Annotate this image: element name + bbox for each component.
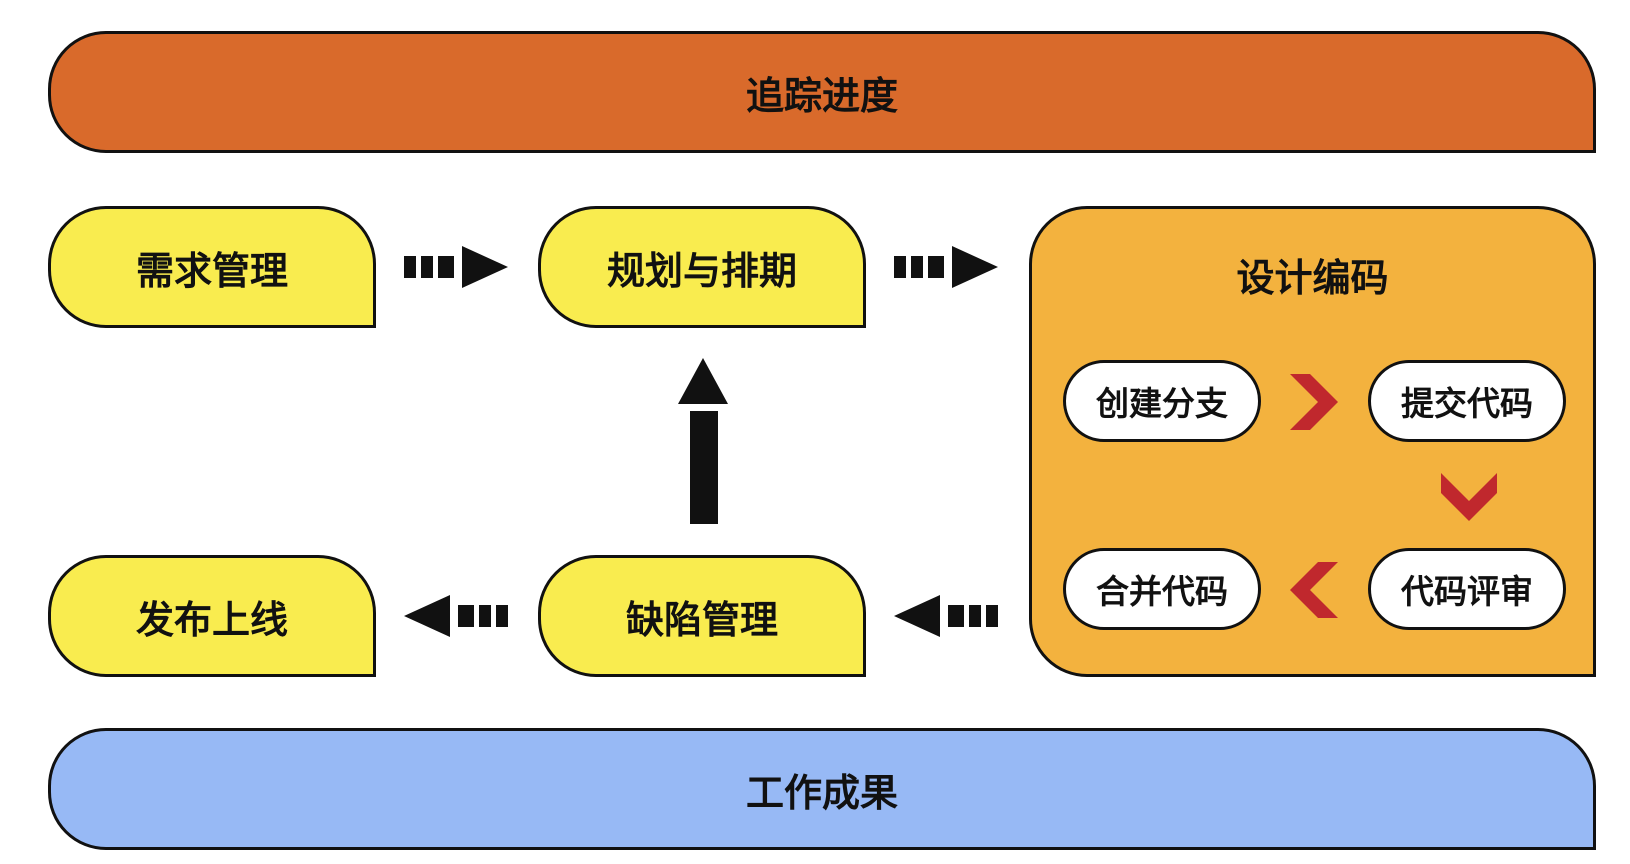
dashed-arrow-left-icon	[404, 595, 508, 637]
arrow-up-icon	[678, 358, 728, 524]
work-results-band: 工作成果	[48, 728, 1596, 850]
chevron-right-icon	[1290, 374, 1338, 430]
dashed-arrow-right-icon	[404, 246, 508, 288]
create-branch-step: 创建分支	[1063, 360, 1261, 442]
chevron-down-icon	[1441, 473, 1497, 521]
design-coding-title: 设计编码	[1236, 256, 1389, 300]
requirements-label: 需求管理	[135, 248, 288, 293]
release-label: 发布上线	[135, 597, 288, 642]
code-review-step: 代码评审	[1368, 548, 1566, 630]
chevron-left-icon	[1290, 562, 1338, 618]
defects-label: 缺陷管理	[625, 597, 778, 642]
commit-code-label: 提交代码	[1401, 384, 1533, 423]
planning-label: 规划与排期	[606, 248, 797, 293]
dashed-arrow-left-icon	[894, 595, 998, 637]
release-stage: 发布上线	[48, 555, 376, 677]
create-branch-label: 创建分支	[1096, 384, 1228, 423]
merge-code-step: 合并代码	[1063, 548, 1261, 630]
code-review-label: 代码评审	[1401, 572, 1533, 611]
design-coding-box: 设计编码 创建分支 提交代码 代码评审 合并代码	[1029, 206, 1596, 677]
planning-stage: 规划与排期	[538, 206, 866, 328]
commit-code-step: 提交代码	[1368, 360, 1566, 442]
merge-code-label: 合并代码	[1096, 572, 1228, 611]
track-progress-label: 追踪进度	[745, 73, 898, 118]
track-progress-band: 追踪进度	[48, 31, 1596, 153]
work-results-label: 工作成果	[745, 770, 898, 815]
dashed-arrow-right-icon	[894, 246, 998, 288]
requirements-stage: 需求管理	[48, 206, 376, 328]
defects-stage: 缺陷管理	[538, 555, 866, 677]
